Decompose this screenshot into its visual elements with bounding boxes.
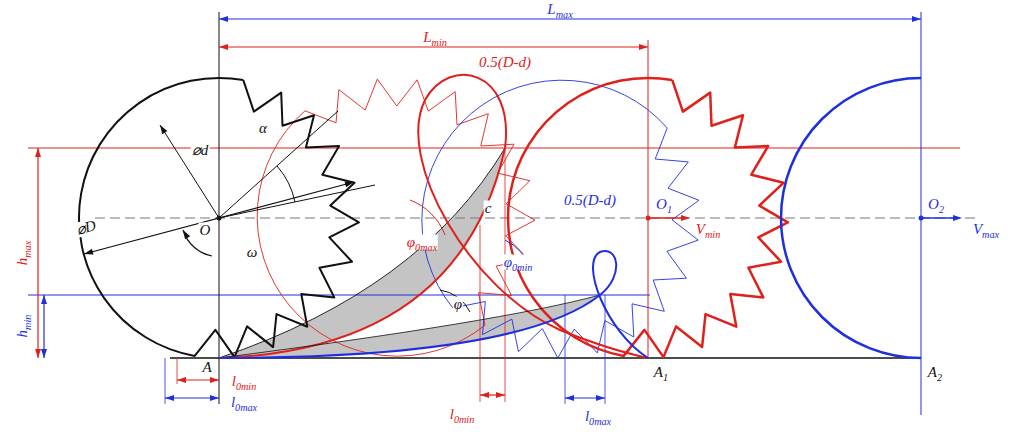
dimension-label: l0max: [584, 409, 612, 424]
arrow-head: [480, 392, 489, 398]
extension-line: [165, 358, 166, 404]
dimension-label: l0min: [231, 374, 258, 389]
extension-line: [921, 12, 922, 415]
center-point: [646, 216, 651, 221]
arrow-head: [84, 249, 93, 255]
angle-line: [219, 111, 338, 218]
arrow-head: [639, 44, 648, 50]
point-label: O1: [655, 197, 673, 212]
velocity-arrow: [921, 217, 956, 219]
dimension-label: 0.5(D-d): [563, 193, 617, 208]
arrow-head: [219, 44, 228, 50]
dimension-label: l0min: [449, 407, 476, 422]
arrow-head: [35, 148, 41, 157]
point-label: O2: [927, 197, 945, 212]
extension-line: [565, 295, 566, 404]
angle-arc: [440, 290, 470, 312]
angle-label: φ0min: [503, 255, 534, 270]
angle-label: φ: [453, 297, 463, 312]
arrow-head: [496, 392, 505, 398]
point-label: A: [201, 360, 212, 375]
gear-outline: [79, 78, 359, 357]
gear-outline: [508, 78, 788, 357]
angle-arc: [277, 166, 295, 202]
arrow-head: [35, 349, 41, 358]
arrow-head: [565, 395, 574, 401]
arrow-head: [165, 395, 174, 401]
extension-line: [480, 225, 481, 402]
velocity-label: Vmin: [695, 222, 721, 237]
point-label: c: [484, 201, 493, 216]
angle-label: φ0max: [406, 235, 438, 250]
point-label: A2: [927, 365, 943, 380]
arrow-head: [596, 395, 605, 401]
point-label: A1: [653, 365, 669, 380]
extension-line: [648, 40, 649, 358]
dimension-label: hmin: [15, 314, 30, 339]
arrow-head: [41, 349, 47, 358]
trajectory-curve: [219, 251, 648, 358]
arrow-head: [210, 377, 219, 383]
point-label: O: [199, 223, 212, 238]
extension-line: [505, 148, 506, 402]
arrow-head: [912, 16, 921, 22]
angle-label: ω: [246, 245, 259, 260]
dimension-label: 0.5(D-d): [478, 55, 532, 70]
velocity-arrow: [648, 217, 684, 219]
diameter-line: [84, 182, 354, 254]
dimension-label: Lmax: [546, 2, 573, 17]
center-point: [217, 216, 222, 221]
extension-line: [605, 295, 606, 404]
dimension-label: hmax: [15, 240, 30, 266]
radius-line: [160, 125, 219, 218]
arrow-head: [210, 395, 219, 401]
arrow-head: [41, 295, 47, 304]
trajectory-curve: [219, 295, 600, 358]
diameter-label: ⌀D: [74, 218, 99, 238]
velocity-label: Vmax: [972, 222, 1000, 237]
arrow-head: [183, 230, 190, 239]
angle-line: [219, 185, 375, 218]
arrow-head: [219, 16, 228, 22]
center-line: [95, 218, 975, 219]
extension-line: [219, 12, 220, 404]
angle-label: α: [258, 121, 268, 136]
arrow-head: [953, 215, 962, 221]
dimension-label: l0max: [230, 395, 258, 410]
gear-outline: [781, 78, 921, 358]
dimension-line: [37, 148, 38, 358]
angle-arc: [410, 200, 445, 235]
center-point: [919, 216, 924, 221]
trajectory-curve: [219, 75, 648, 358]
diameter-label: ⌀d: [191, 143, 210, 158]
dimension-label: Lmin: [422, 30, 448, 45]
arrow-head: [177, 377, 186, 383]
level-line: [28, 148, 960, 149]
level-line: [28, 295, 650, 296]
arrow-head: [345, 181, 354, 187]
arrow-head: [681, 215, 690, 221]
dimension-line: [43, 295, 44, 358]
arrow-head: [160, 125, 167, 134]
